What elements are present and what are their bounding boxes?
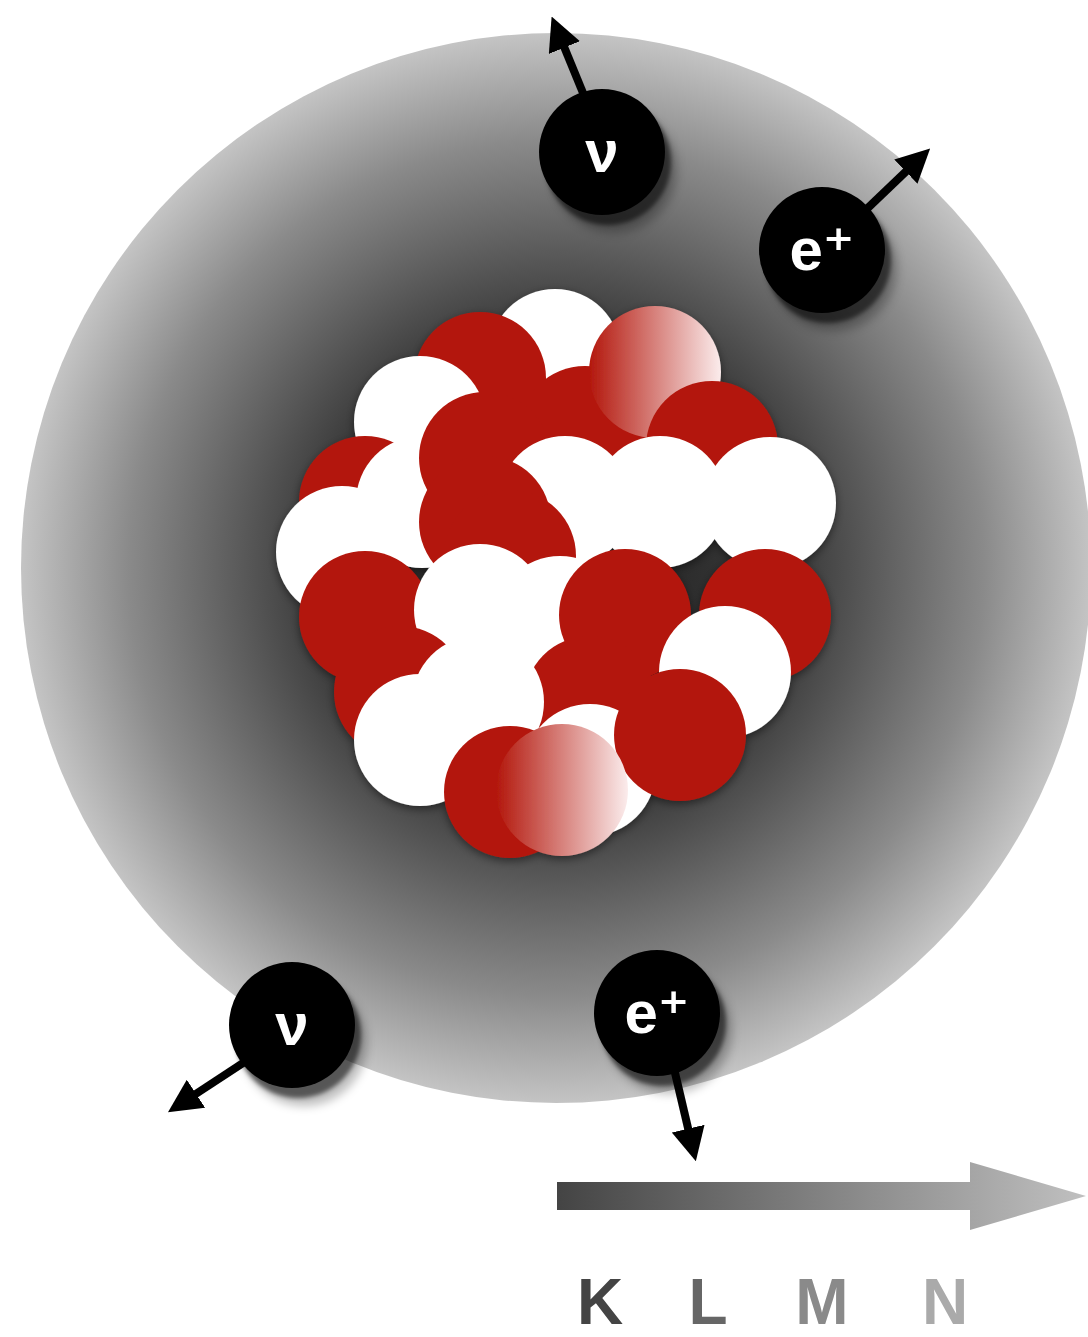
particle-symbol: ν <box>585 122 618 182</box>
particle-circle: ν <box>229 962 355 1088</box>
electron-cloud <box>21 33 1088 1103</box>
particle-circle: e⁺ <box>594 950 720 1076</box>
shell-label: N <box>922 1270 968 1334</box>
shell-label: M <box>795 1270 848 1334</box>
particle-symbol: e⁺ <box>624 983 689 1043</box>
shell-label: K <box>577 1270 623 1334</box>
particle-symbol: ν <box>275 995 308 1055</box>
particle-circle: e⁺ <box>759 187 885 313</box>
shell-arrow <box>557 1162 1086 1230</box>
particle-circle: ν <box>539 89 665 215</box>
particle-symbol: e⁺ <box>789 220 854 280</box>
motion-arrows <box>182 32 918 1145</box>
nucleus <box>276 289 836 858</box>
shell-label: L <box>688 1270 727 1334</box>
